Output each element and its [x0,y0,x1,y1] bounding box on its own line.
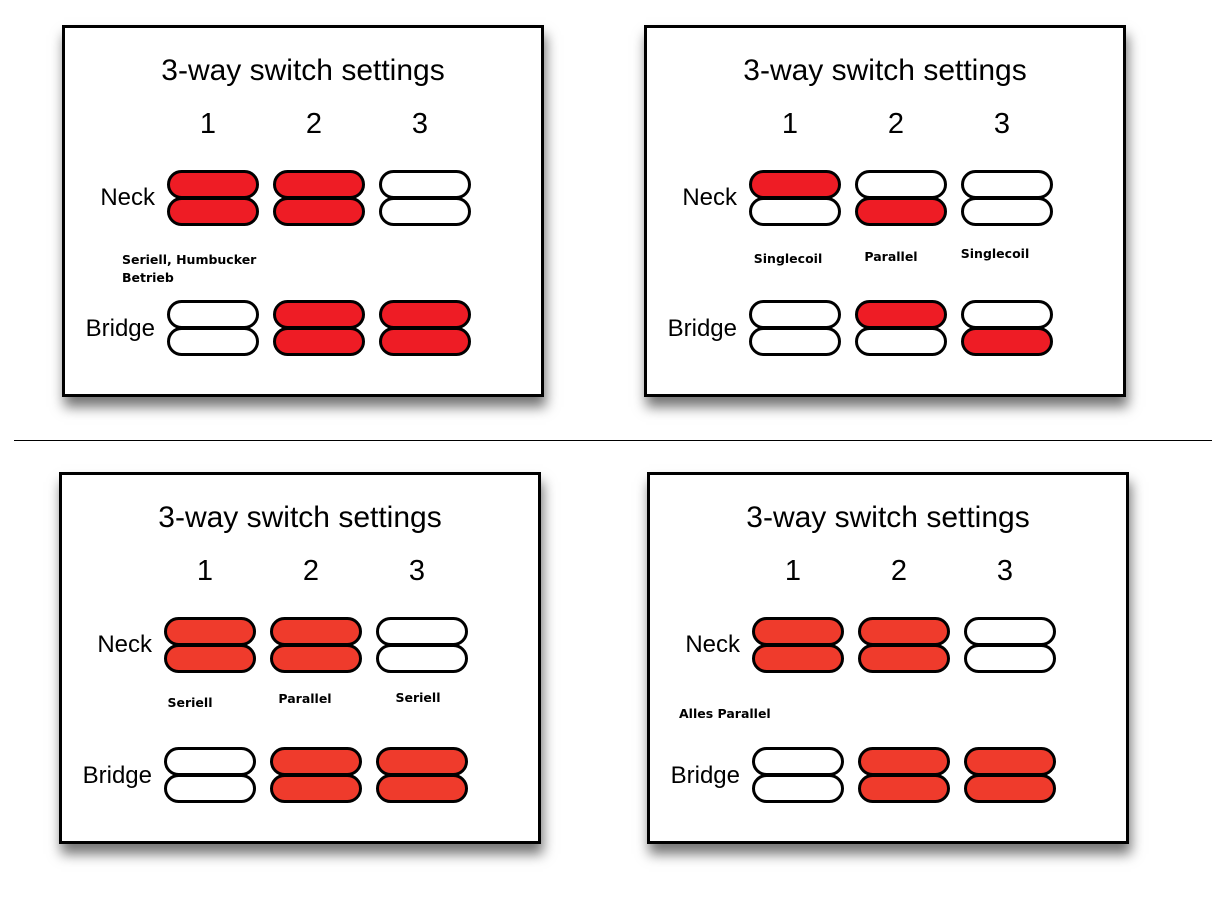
neck-pos2-coil-lower [270,644,362,673]
neck-row-label: Neck [100,184,155,211]
position-label-2: 2 [890,555,908,587]
note-position-2: Parallel [278,691,332,706]
bridge-pos3-coil-upper [961,300,1053,329]
neck-pos3-coil-upper [964,617,1056,646]
bridge-pos2-coil-upper [270,747,362,776]
neck-pos3-coil-upper [379,170,471,199]
bridge-pos1-coil-upper [167,300,259,329]
position-label-3: 3 [996,555,1014,587]
bridge-pos3-coil-upper [964,747,1056,776]
bridge-pos1-coil-lower [752,774,844,803]
position-label-2: 2 [302,555,320,587]
note-position-2: Parallel [864,249,918,264]
neck-pos1-coil-lower [164,644,256,673]
neck-row-label: Neck [682,184,737,211]
neck-pos2-coil-lower [273,197,365,226]
neck-pos3-coil-lower [379,197,471,226]
bridge-pos3-coil-lower [376,774,468,803]
neck-pos2-coil-upper [858,617,950,646]
neck-pos2-coil-lower [858,644,950,673]
panel-title: 3-way switch settings [161,54,445,87]
neck-pos3-coil-lower [376,644,468,673]
bridge-pos1-coil-upper [749,300,841,329]
note-line-1: Seriell, Humbucker [122,252,257,267]
neck-pos3-coil-lower [961,197,1053,226]
position-label-3: 3 [408,555,426,587]
note-line-2: Betrieb [122,270,174,285]
bridge-pos2-coil-lower [270,774,362,803]
section-divider [14,440,1212,441]
bridge-pos3-coil-lower [964,774,1056,803]
neck-pos1-coil-upper [752,617,844,646]
neck-row-label: Neck [685,631,740,658]
neck-pos2-coil-upper [855,170,947,199]
bridge-pos3-coil-upper [379,300,471,329]
position-label-2: 2 [887,108,905,140]
switch-settings-panel: 3-way switch settings 1 2 3 Neck Bridge … [647,472,1129,844]
switch-settings-panel: 3-way switch settings 1 2 3 Neck Bridge … [644,25,1126,397]
neck-pos2-coil-upper [273,170,365,199]
position-label-1: 1 [781,108,799,140]
bridge-row-label: Bridge [667,315,737,342]
bridge-pos2-coil-lower [858,774,950,803]
bridge-pos1-coil-upper [752,747,844,776]
position-label-3: 3 [411,108,429,140]
bridge-pos1-coil-upper [164,747,256,776]
neck-pos2-coil-upper [270,617,362,646]
bridge-pos3-coil-lower [379,327,471,356]
position-label-1: 1 [199,108,217,140]
neck-pos3-coil-upper [376,617,468,646]
note-line-1: Alles Parallel [679,706,771,721]
panel-title: 3-way switch settings [158,501,442,534]
position-label-1: 1 [196,555,214,587]
bridge-pos1-coil-lower [164,774,256,803]
neck-pos3-coil-upper [961,170,1053,199]
bridge-pos2-coil-upper [855,300,947,329]
bridge-row-label: Bridge [670,762,740,789]
note-position-3: Singlecoil [960,246,1030,261]
note-position-1: Singlecoil [753,251,823,266]
bridge-pos2-coil-lower [855,327,947,356]
neck-pos1-coil-lower [749,197,841,226]
note-position-3: Seriell [395,690,441,705]
neck-pos1-coil-upper [164,617,256,646]
note-position-1: Seriell [167,695,213,710]
neck-pos3-coil-lower [964,644,1056,673]
bridge-pos2-coil-upper [273,300,365,329]
panel-title: 3-way switch settings [743,54,1027,87]
bridge-row-label: Bridge [82,762,152,789]
neck-pos2-coil-lower [855,197,947,226]
switch-settings-panel: 3-way switch settings 1 2 3 Neck Bridge … [62,25,544,397]
panel-title: 3-way switch settings [746,501,1030,534]
bridge-pos2-coil-upper [858,747,950,776]
bridge-pos2-coil-lower [273,327,365,356]
bridge-pos3-coil-lower [961,327,1053,356]
position-label-2: 2 [305,108,323,140]
bridge-row-label: Bridge [85,315,155,342]
switch-settings-panel: 3-way switch settings 1 2 3 Neck Bridge … [59,472,541,844]
position-label-1: 1 [784,555,802,587]
neck-pos1-coil-upper [167,170,259,199]
neck-pos1-coil-lower [167,197,259,226]
bridge-pos1-coil-lower [167,327,259,356]
bridge-pos3-coil-upper [376,747,468,776]
neck-row-label: Neck [97,631,152,658]
neck-pos1-coil-upper [749,170,841,199]
neck-pos1-coil-lower [752,644,844,673]
bridge-pos1-coil-lower [749,327,841,356]
position-label-3: 3 [993,108,1011,140]
